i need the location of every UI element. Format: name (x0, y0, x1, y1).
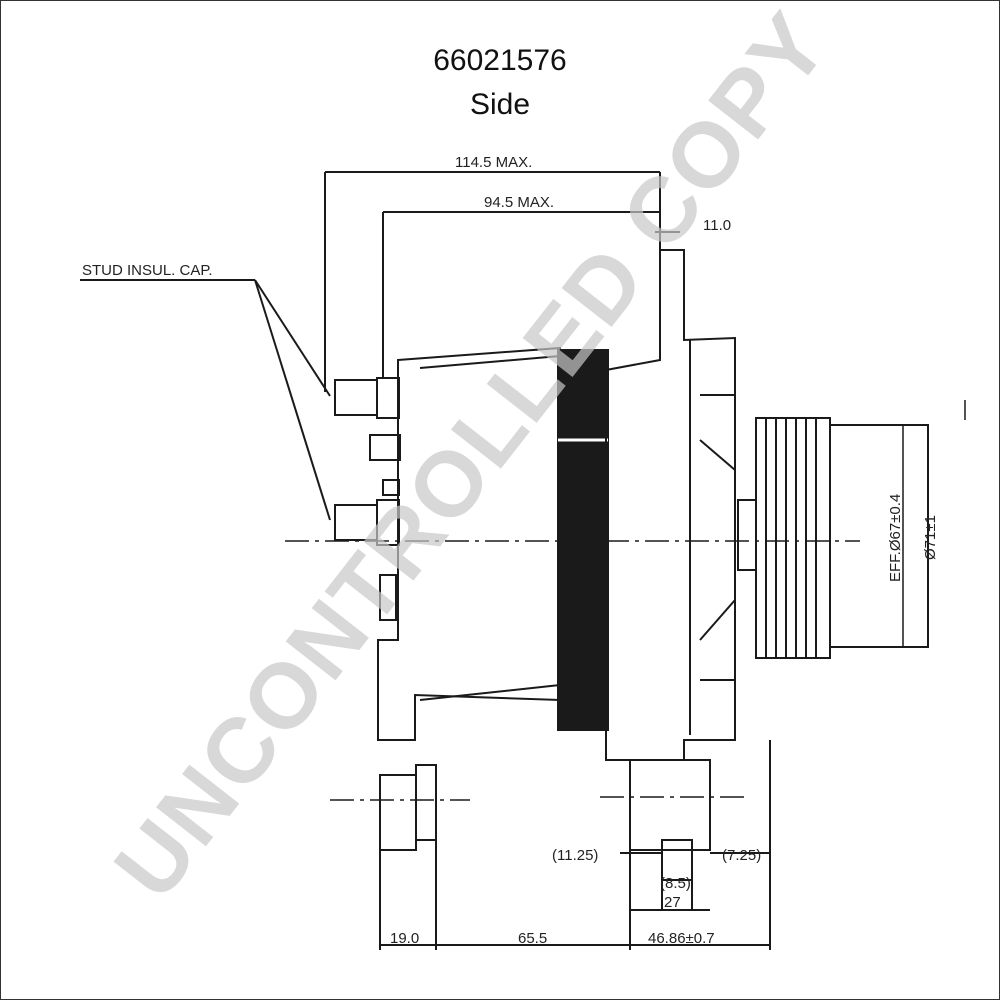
dim-eff-label: EFF.Ø67±0.4 (887, 494, 904, 582)
bottom-dimension-lines (379, 740, 771, 950)
dim-65-label: 65.5 (518, 930, 547, 947)
pulley (737, 417, 929, 659)
dim-8-label: (8.5) (660, 875, 691, 892)
dim-27-label: 27 (664, 894, 681, 911)
dim-46-label: 46.86±0.7 (648, 930, 715, 947)
dim-19-label: 19.0 (390, 930, 419, 947)
dim-71-label: Ø71±1 (922, 515, 939, 560)
terminal-studs (334, 377, 401, 621)
stud-cap-label: STUD INSUL. CAP. (82, 262, 213, 279)
dimension-94-line (382, 211, 660, 378)
dim-7-label: (7.25) (722, 847, 761, 864)
dim-11-label: (11.25) (552, 847, 598, 864)
centerlines (285, 400, 966, 801)
stud-cap-leader (80, 279, 331, 521)
view-subtitle: Side (469, 88, 531, 121)
dim-top-right-label: 11.0 (703, 217, 731, 234)
alternator-housing (377, 249, 736, 881)
dim-114-label: 114.5 MAX. (455, 154, 532, 171)
part-number-title: 66021576 (433, 44, 567, 77)
dim-94-label: 94.5 MAX. (484, 194, 554, 211)
